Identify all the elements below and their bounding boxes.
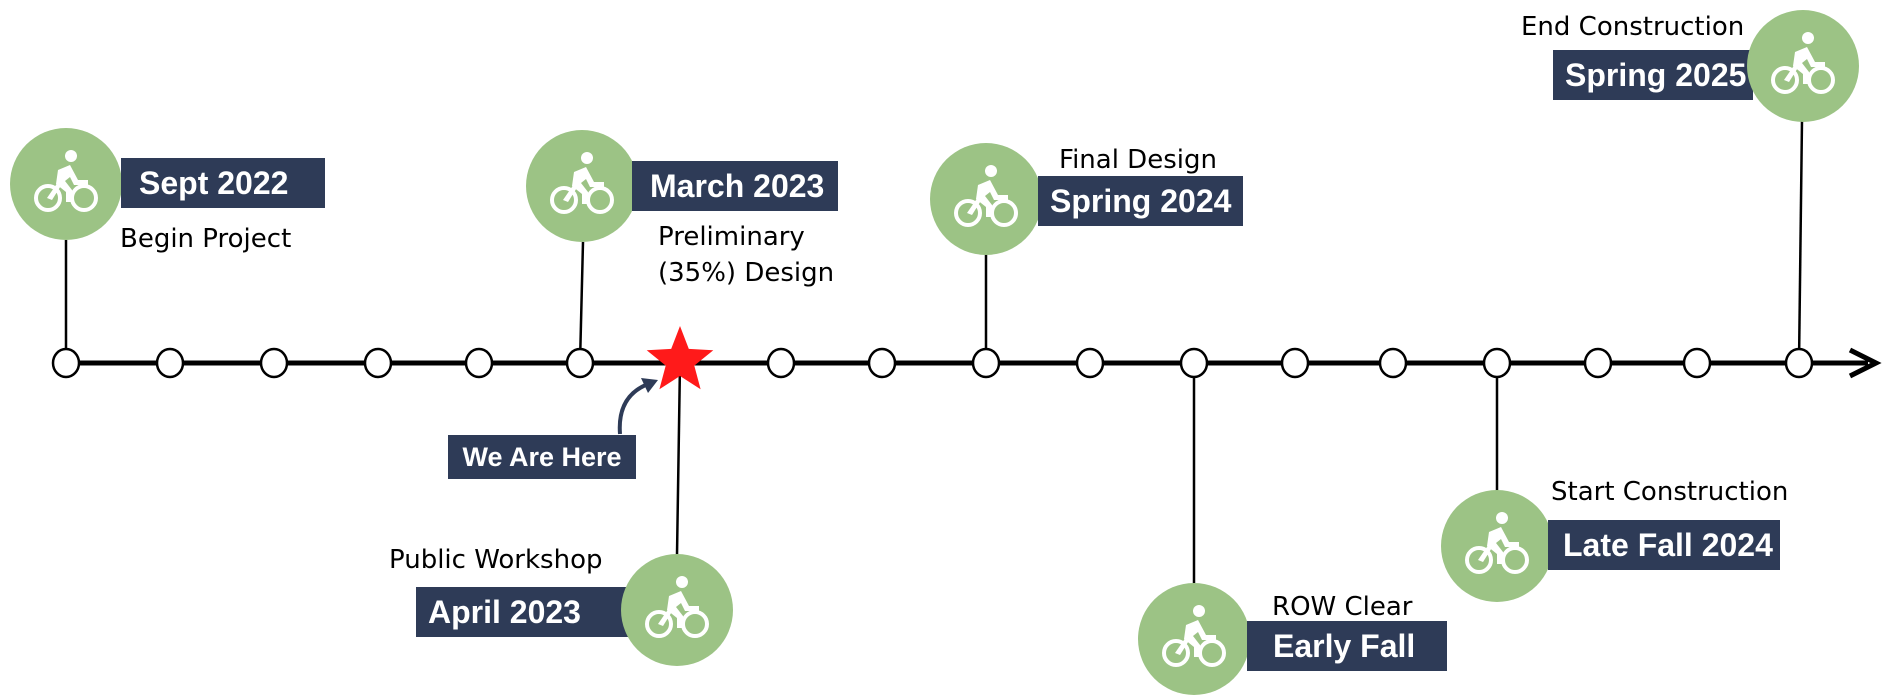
date-box-spring-2025: Spring 2025: [1553, 50, 1753, 100]
bicycle-icon: [1162, 605, 1226, 667]
bicycle-icon: [550, 152, 614, 214]
star-icon: [646, 326, 714, 390]
pointer-arrowhead-icon: [641, 378, 658, 393]
timeline-node: [1378, 347, 1408, 379]
label-preliminary-design-line2: (35%) Design: [658, 258, 835, 288]
timeline-node: [1179, 347, 1209, 379]
timeline-node: [155, 347, 185, 379]
timeline-node: [464, 347, 494, 379]
timeline-node: [971, 347, 1001, 379]
label-start-construction: Start Construction: [1551, 477, 1789, 507]
timeline-node: [766, 347, 796, 379]
bicycle-rider-icon: [930, 143, 1042, 255]
connector-public-workshop: [675, 362, 682, 556]
bicycle-icon: [1465, 512, 1529, 574]
bicycle-icon: [34, 150, 98, 212]
arrow-head-icon: [1848, 347, 1882, 379]
connector-end-construction: [1797, 119, 1804, 364]
label-preliminary-design-line1: Preliminary: [658, 222, 805, 252]
timeline-node: [1280, 347, 1310, 379]
bicycle-rider-icon: [526, 130, 638, 242]
bicycle-icon: [954, 165, 1018, 227]
bicycle-rider-icon: [1747, 10, 1859, 122]
timeline-node: [259, 347, 289, 379]
label-end-construction: End Construction: [1521, 12, 1745, 42]
timeline-node: [1482, 347, 1512, 379]
we-are-here-label: We Are Here: [448, 435, 636, 479]
date-box-march-2023: March 2023: [632, 161, 838, 211]
timeline-node: [1075, 347, 1105, 379]
date-box-spring-2024: Spring 2024: [1038, 176, 1243, 226]
connector-preliminary-design: [578, 241, 585, 364]
timeline-node: [363, 347, 393, 379]
bicycle-icon: [645, 576, 709, 638]
label-row-clear: ROW Clear: [1272, 592, 1413, 622]
label-begin-project: Begin Project: [120, 224, 292, 254]
pointer-arrow-icon: [617, 382, 649, 435]
label-final-design: Final Design: [1059, 145, 1217, 175]
label-public-workshop: Public Workshop: [389, 545, 603, 575]
bicycle-rider-icon: [621, 554, 733, 666]
timeline-node: [51, 347, 81, 379]
bicycle-rider-icon: [1138, 583, 1250, 695]
bicycle-rider-icon: [10, 128, 122, 240]
date-box-sept-2022: Sept 2022: [121, 158, 325, 208]
date-box-late-fall-2024: Late Fall 2024: [1548, 520, 1780, 570]
timeline-node: [1583, 347, 1613, 379]
timeline-node: [867, 347, 897, 379]
date-box-early-fall: Early Fall: [1247, 621, 1447, 671]
bicycle-icon: [1771, 32, 1835, 94]
date-box-april-2023: April 2023: [416, 587, 644, 637]
timeline-node: [1682, 347, 1712, 379]
timeline-node: [565, 347, 595, 379]
timeline-nodes: [51, 347, 1814, 379]
bicycle-rider-icon: [1441, 490, 1553, 602]
timeline-node: [1784, 347, 1814, 379]
